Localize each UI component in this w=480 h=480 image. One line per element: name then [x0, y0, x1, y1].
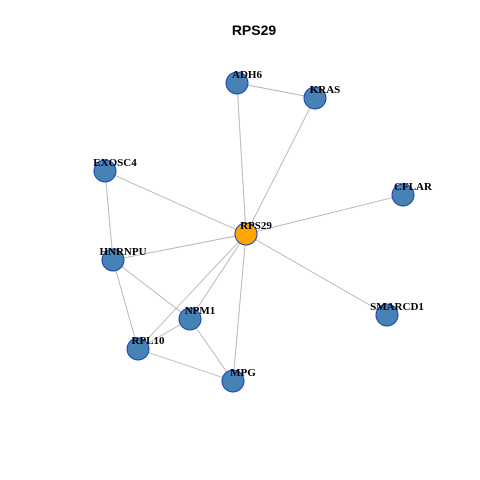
- node-kras[interactable]: [303, 86, 327, 110]
- node-label-rps29: RPS29: [240, 220, 272, 232]
- edge-hnrnpu-rpl10: [112, 259, 139, 350]
- node-adh6[interactable]: [225, 71, 249, 95]
- node-label-mpg: MPG: [230, 367, 256, 379]
- edge-adh6-kras: [236, 82, 316, 99]
- edge-smarcd1-rps29: [245, 233, 388, 316]
- node-label-exosc4: EXOSC4: [93, 157, 137, 169]
- edge-hnrnpu-npm1: [112, 259, 191, 320]
- node-cflar[interactable]: [391, 183, 415, 207]
- diagram-title: RPS29: [232, 22, 277, 38]
- node-label-kras: KRAS: [310, 84, 341, 96]
- node-label-adh6: ADH6: [232, 69, 262, 81]
- node-label-rpl10: RPL10: [132, 335, 166, 347]
- node-hnrnpu[interactable]: [101, 248, 125, 272]
- node-npm1[interactable]: [178, 307, 202, 331]
- node-label-hnrnpu: HNRNPU: [99, 246, 146, 258]
- node-exosc4[interactable]: [93, 159, 117, 183]
- edge-hnrnpu-rps29: [112, 233, 247, 261]
- edge-mpg-rps29: [232, 233, 247, 382]
- edge-npm1-rps29: [189, 233, 247, 320]
- edge-adh6-rps29: [236, 82, 247, 235]
- node-label-cflar: CFLAR: [394, 181, 433, 193]
- edge-exosc4-rps29: [104, 170, 247, 235]
- node-smarcd1[interactable]: [375, 303, 399, 327]
- edge-cflar-rps29: [245, 194, 404, 235]
- node-label-npm1: NPM1: [185, 305, 216, 317]
- edge-kras-rps29: [245, 97, 316, 235]
- edge-rpl10-mpg: [137, 348, 234, 382]
- nodes-layer: [93, 71, 415, 393]
- node-label-smarcd1: SMARCD1: [370, 301, 424, 313]
- node-mpg[interactable]: [221, 369, 245, 393]
- edge-rpl10-rps29: [137, 233, 247, 350]
- edge-npm1-mpg: [189, 318, 234, 382]
- node-rps29[interactable]: [234, 222, 258, 246]
- edge-exosc4-hnrnpu: [104, 170, 114, 261]
- node-rpl10[interactable]: [126, 337, 150, 361]
